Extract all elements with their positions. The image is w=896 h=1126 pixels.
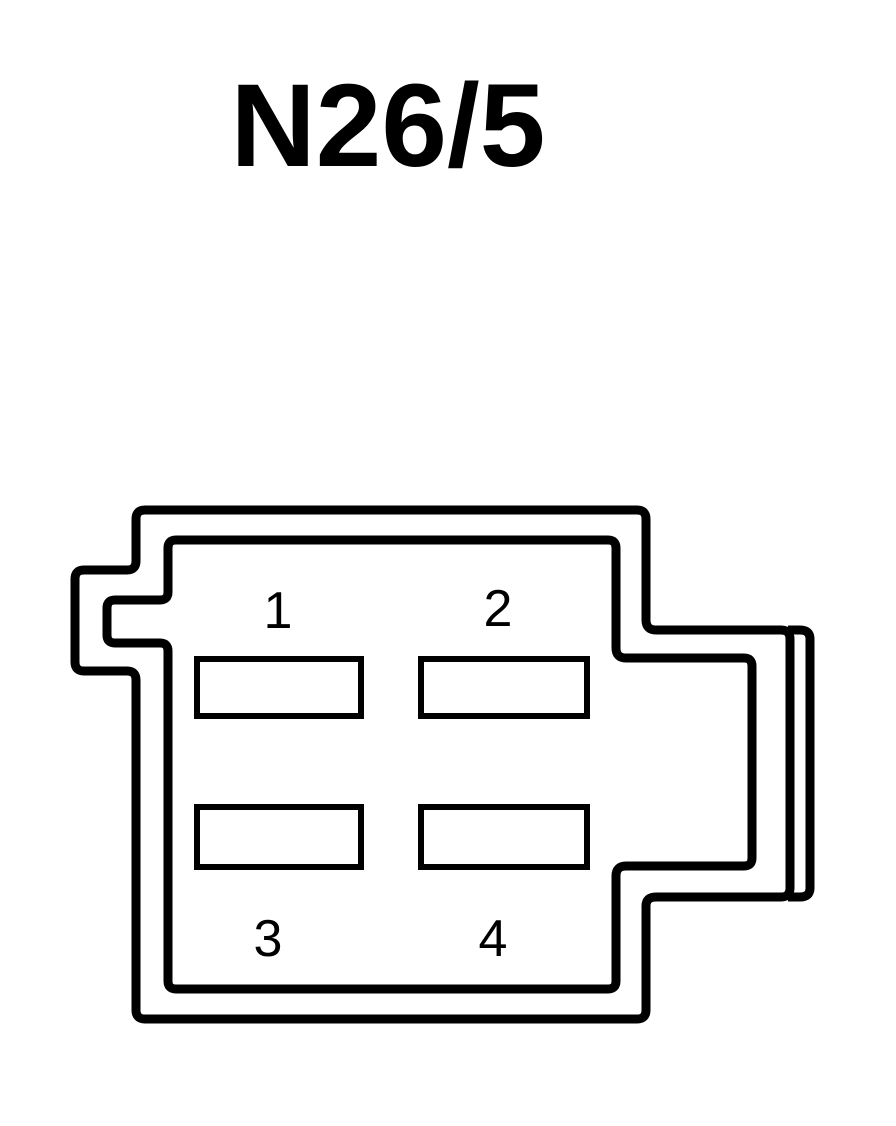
connector-housing (70, 505, 815, 1024)
pin-label-3: 3 (254, 910, 283, 968)
pin-cavities (194, 656, 590, 870)
pin-label-2: 2 (484, 580, 513, 638)
pin-cavity-1 (194, 656, 364, 719)
connector-title: N26/5 (231, 60, 546, 192)
pin-labels: 1 2 3 4 (254, 580, 513, 968)
pin-label-4: 4 (479, 910, 508, 968)
pin-cavity-3 (194, 804, 364, 870)
pin-cavity-2 (418, 656, 590, 719)
housing-right-flange (788, 625, 815, 902)
pin-label-1: 1 (264, 582, 293, 640)
housing-outer-outline (70, 505, 795, 1024)
pin-cavity-4 (418, 804, 590, 870)
housing-inner-outline (102, 535, 757, 994)
